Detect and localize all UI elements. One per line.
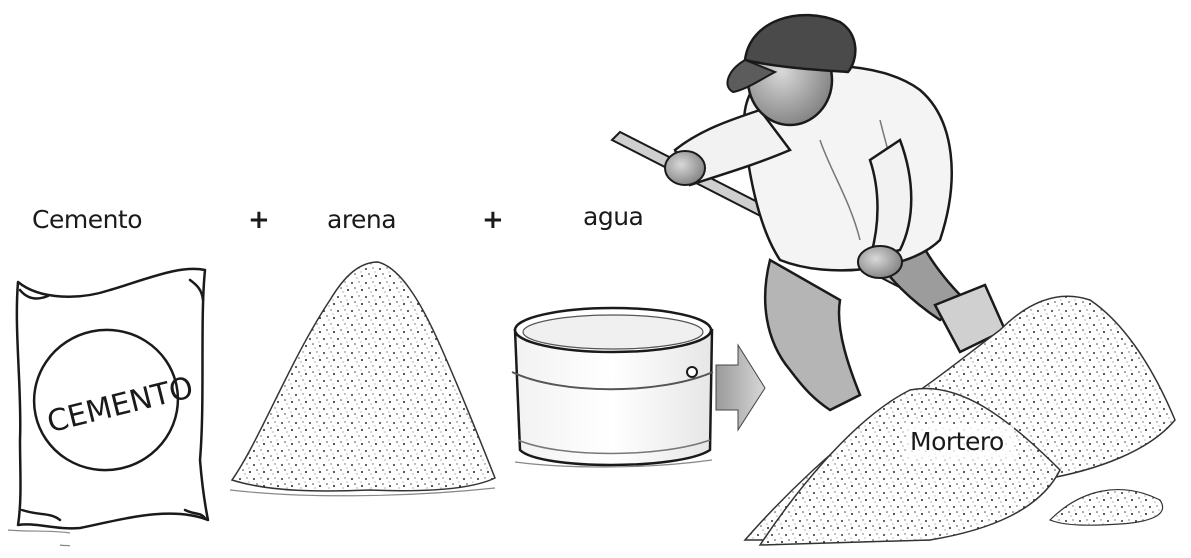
cement-bag: CEMENTO [17,269,208,528]
water-bucket [512,308,713,465]
sand-pile [232,262,495,491]
arrow-right-icon [716,345,765,430]
cement-label: Cemento [32,205,142,234]
water-label: agua [583,202,643,231]
bag-brand-text: CEMENTO [44,370,197,440]
plus-sign-2: + [482,205,504,235]
plus-sign-1: + [248,205,270,235]
mortar-label: Mortero [910,427,1004,456]
sand-label: arena [327,205,396,234]
